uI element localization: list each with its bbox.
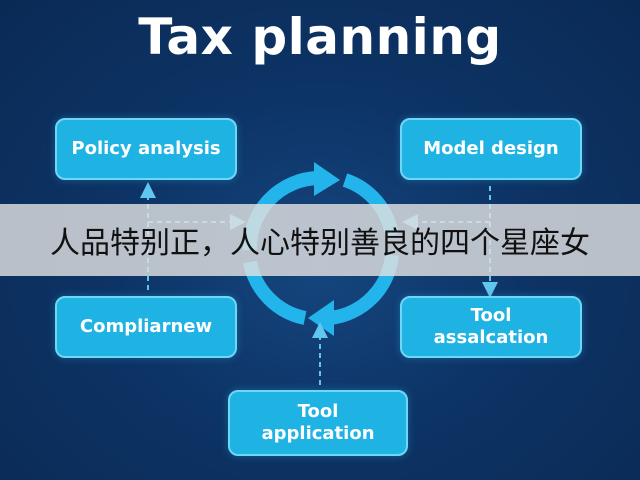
overlay-banner: 人品特别正，人心特别善良的四个星座女	[0, 204, 640, 276]
overlay-banner-text: 人品特别正，人心特别善良的四个星座女	[50, 226, 590, 261]
node-model-design-label: Model design	[423, 138, 559, 159]
node-policy-analysis: Policy analysis	[55, 118, 237, 180]
node-tool-application-label: Tool application	[261, 401, 375, 444]
node-tool-application: Tool application	[228, 390, 408, 456]
node-compliance: Compliarnew	[55, 296, 237, 358]
diagram-title: Tax planning	[138, 8, 502, 66]
node-policy-analysis-label: Policy analysis	[71, 138, 221, 159]
node-tool-assalcation: Tool assalcation	[400, 296, 582, 358]
node-tool-assalcation-label: Tool assalcation	[433, 305, 549, 348]
node-compliance-label: Compliarnew	[79, 316, 213, 337]
node-model-design: Model design	[400, 118, 582, 180]
